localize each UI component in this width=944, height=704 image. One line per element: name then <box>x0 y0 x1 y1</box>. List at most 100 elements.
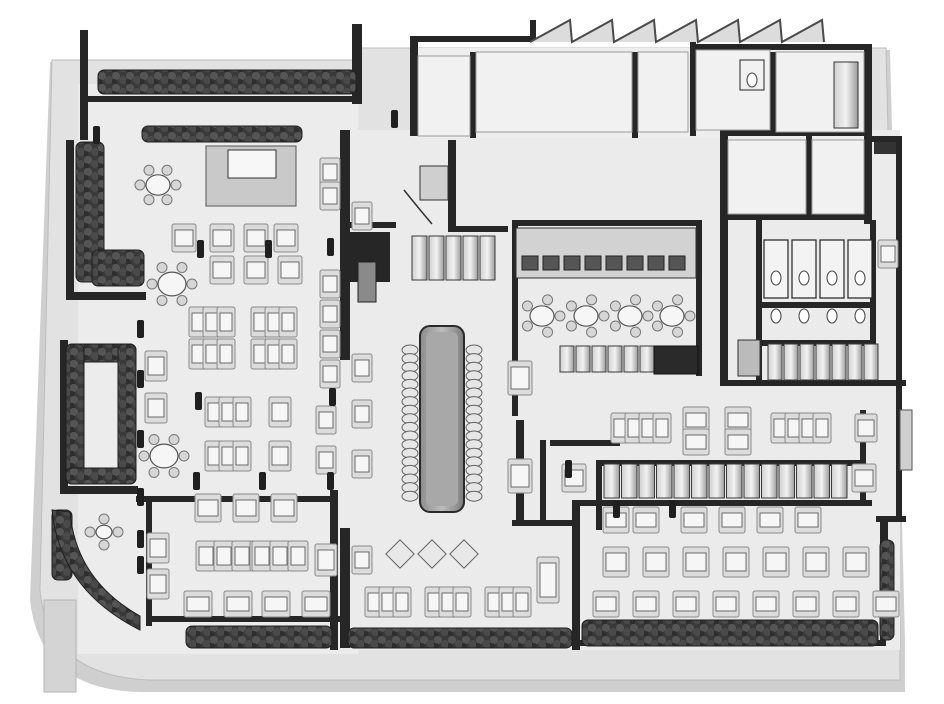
counter-cabinet <box>623 345 639 373</box>
chair <box>134 179 146 191</box>
room-floor <box>637 51 689 133</box>
chair <box>98 513 110 525</box>
chair <box>521 320 533 332</box>
table-top <box>273 499 295 517</box>
table-with-chairs-icon <box>171 223 197 253</box>
wall-segment <box>66 140 74 300</box>
table-with-chairs-icon <box>832 590 860 618</box>
restroom <box>739 59 765 91</box>
table-top <box>246 229 266 247</box>
column <box>197 240 204 258</box>
hedge-planter-icon <box>97 69 357 95</box>
round-tables <box>84 164 696 551</box>
table-top <box>617 305 643 327</box>
chair <box>143 194 155 206</box>
toilet-icon <box>798 270 810 286</box>
toilet-icon <box>770 270 782 286</box>
table-with-chairs-icon <box>270 493 298 523</box>
chair <box>598 310 610 322</box>
chair <box>521 300 533 312</box>
table-with-chairs-icon <box>301 590 331 618</box>
table-top <box>354 551 370 569</box>
table-with-chairs-icon <box>319 359 341 389</box>
table-top <box>715 596 737 612</box>
wall-segment <box>340 130 350 360</box>
wall-segment <box>870 136 900 142</box>
wall-segment <box>146 616 342 622</box>
table-top <box>281 312 295 332</box>
wall-segment <box>540 440 546 520</box>
appliance <box>521 255 539 271</box>
table-with-chairs-icon <box>712 590 740 618</box>
table-with-chairs-icon <box>209 255 235 285</box>
locker <box>783 343 799 381</box>
chair <box>684 310 696 322</box>
table-top <box>395 592 409 612</box>
table-top <box>280 261 300 279</box>
wall-segment <box>352 24 362 104</box>
round-table-icon <box>565 294 610 338</box>
wall-segment <box>410 36 530 42</box>
table-top <box>186 596 210 612</box>
locker <box>815 343 831 381</box>
table-with-chairs-icon <box>216 306 236 338</box>
table-with-chairs-icon <box>315 445 337 475</box>
table-with-chairs-icon <box>232 396 252 428</box>
column <box>137 370 144 388</box>
wall-segment <box>448 140 456 230</box>
table-with-chairs-icon <box>392 586 412 618</box>
chair <box>156 294 168 306</box>
table-top <box>219 312 233 332</box>
table-with-chairs-icon <box>209 223 235 253</box>
lounge-chair <box>449 539 479 569</box>
chair <box>651 300 663 312</box>
table-with-chairs-icon <box>269 540 291 572</box>
appliance <box>563 255 581 271</box>
table-top <box>725 552 747 572</box>
wall-segment <box>806 136 812 216</box>
table-top <box>197 499 219 517</box>
table-with-chairs-icon <box>251 540 273 572</box>
locker <box>761 463 778 499</box>
table-top <box>755 596 777 612</box>
locker <box>621 463 638 499</box>
round-table-icon <box>134 164 182 206</box>
room-floor <box>475 51 633 133</box>
wall-segment <box>410 36 418 136</box>
table-top <box>529 305 555 327</box>
table-with-chairs-icon <box>261 590 291 618</box>
column <box>327 238 334 256</box>
table-with-chairs-icon <box>231 540 253 572</box>
toilet-stall <box>819 239 845 299</box>
chair <box>186 278 198 290</box>
shelf-unit <box>737 339 761 377</box>
wall-segment <box>600 500 860 506</box>
column <box>565 460 572 478</box>
table-with-chairs-icon <box>854 413 878 443</box>
table-with-chairs-icon <box>146 532 170 564</box>
table-top <box>272 546 288 566</box>
table-with-chairs-icon <box>512 586 532 618</box>
chair <box>170 179 182 191</box>
table-top <box>685 552 707 572</box>
hedge-planter-icon <box>185 625 333 649</box>
locker <box>603 463 620 499</box>
wall-segment <box>720 214 870 220</box>
chair <box>176 294 188 306</box>
cabinet <box>411 235 428 281</box>
table-with-chairs-icon <box>652 412 672 444</box>
table-top <box>510 366 530 390</box>
table-with-chairs-icon <box>812 412 832 444</box>
hedge-planter-icon <box>141 125 303 143</box>
locker <box>831 343 847 381</box>
table-top <box>254 546 270 566</box>
table-with-chairs-icon <box>314 543 338 577</box>
table-top <box>721 512 743 528</box>
table-with-chairs-icon <box>194 493 222 523</box>
reception-desk <box>419 165 449 201</box>
cabinet <box>445 235 462 281</box>
chair <box>672 294 684 306</box>
chair <box>630 326 642 338</box>
appliance <box>874 142 896 154</box>
